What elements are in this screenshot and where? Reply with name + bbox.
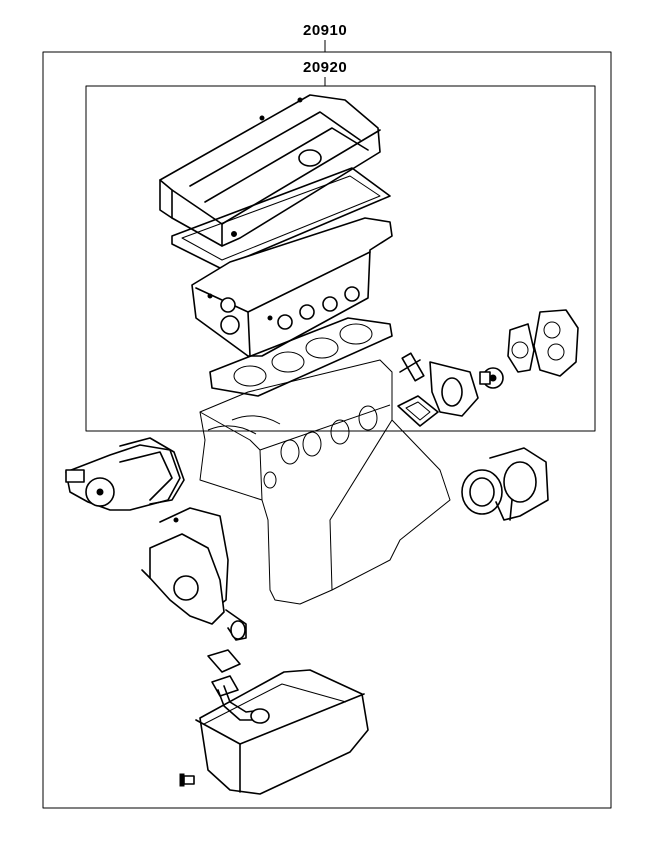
head-gasket (209, 317, 393, 397)
water-pump (65, 444, 181, 511)
rear-main-seal (461, 469, 503, 515)
water-pump-gasket (119, 437, 185, 505)
engine-block (199, 359, 451, 605)
valve-cover-gasket (171, 167, 391, 269)
oil-strainer-pipe (217, 685, 270, 724)
valve-cover (159, 94, 381, 247)
water-inlet-fitting (533, 309, 579, 377)
outer-kit-label: 20910 (303, 22, 348, 39)
strainer-gasket-lower (211, 675, 239, 697)
oil-filler-cap (298, 149, 322, 167)
thermostat-housing (399, 352, 479, 417)
water-outlet-gasket (397, 395, 439, 427)
cylinder-head (191, 217, 393, 357)
oil-pump-housing (141, 533, 247, 641)
rear-seal-retainer-gasket (489, 447, 549, 521)
oil-pan (195, 669, 369, 795)
thermostat (479, 367, 504, 389)
inner-kit-boundary (85, 85, 596, 432)
water-inlet-gasket (507, 323, 535, 373)
drain-plug (179, 773, 195, 787)
strainer-gasket-upper (207, 649, 241, 673)
outer-kit-boundary (42, 51, 612, 809)
inner-kit-label: 20920 (303, 59, 348, 76)
